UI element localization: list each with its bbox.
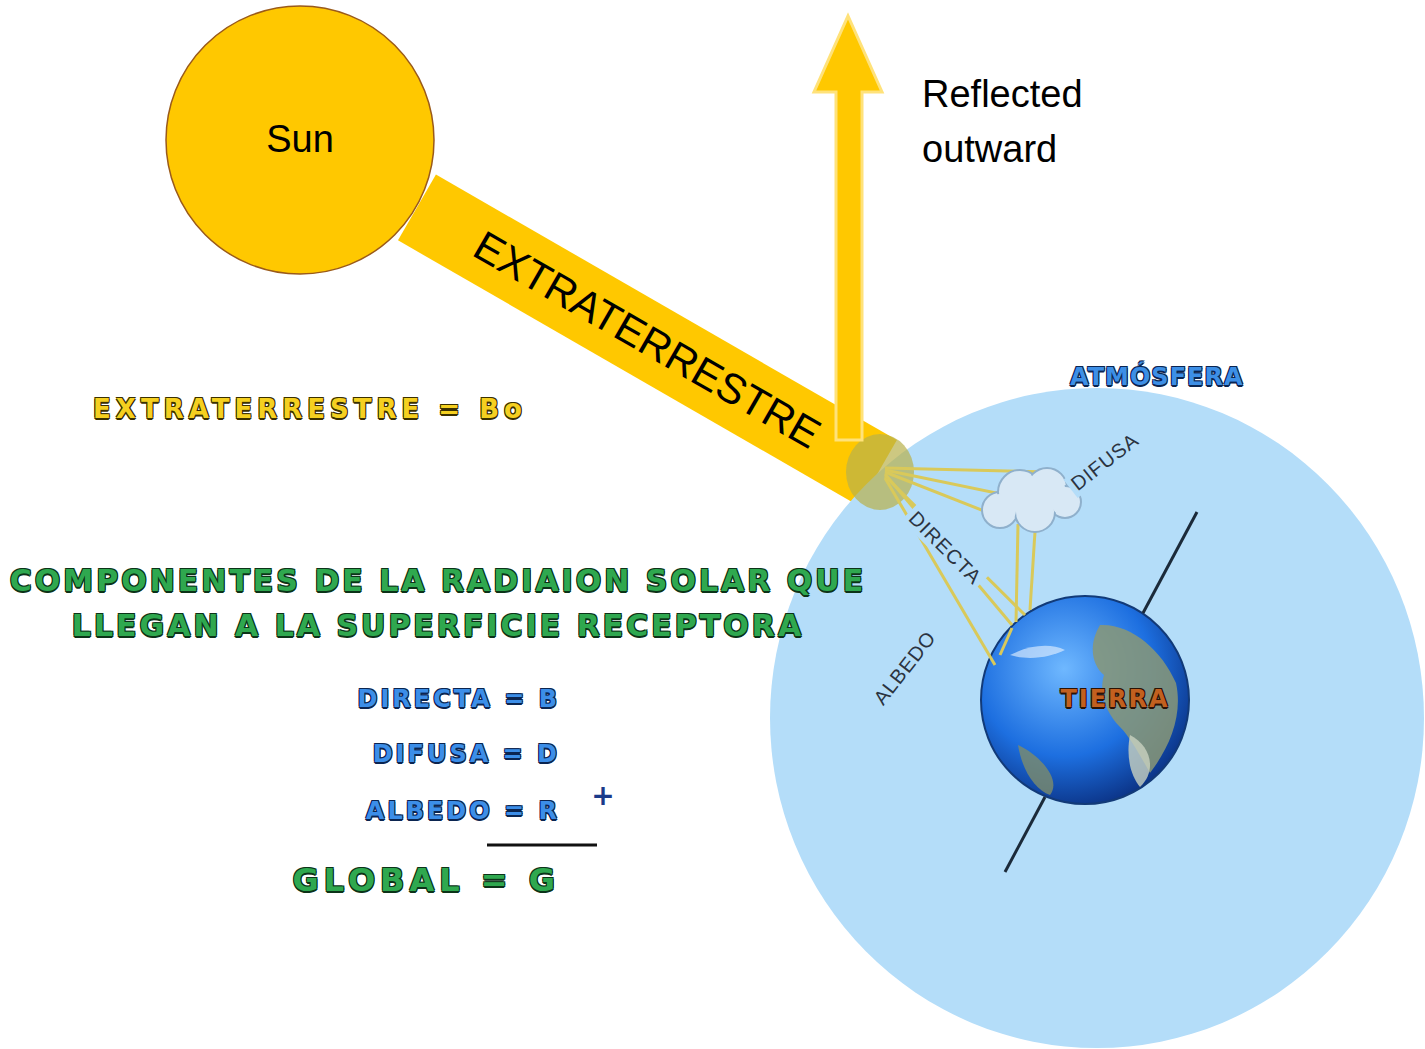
earth-globe: TIERRA	[980, 595, 1190, 805]
global-formula: GLOBAL = G	[292, 862, 560, 899]
component-formula: DIRECTA = B	[357, 686, 560, 714]
earth-label: TIERRA	[1060, 686, 1169, 714]
component-formula: ALBEDO = R	[366, 798, 560, 826]
sun-label: Sun	[266, 118, 334, 162]
sun-circle: Sun	[165, 5, 435, 275]
reflected-arrow	[814, 16, 882, 440]
earth-axis	[1005, 512, 1197, 872]
plus-sign: +	[591, 780, 614, 812]
reflected-label: Reflected outward	[922, 67, 1137, 177]
sum-underline	[487, 844, 597, 847]
atmosphere-label: ATMÓSFERA	[1070, 364, 1244, 392]
component-formula: DIFUSA = D	[373, 741, 560, 769]
extraterrestrial-formula: EXTRATERRESTRE = Bo	[93, 395, 527, 425]
legend-heading: COMPONENTES DE LA RADIAION SOLAR QUE LLE…	[8, 558, 868, 648]
radiation-beam	[417, 207, 878, 473]
